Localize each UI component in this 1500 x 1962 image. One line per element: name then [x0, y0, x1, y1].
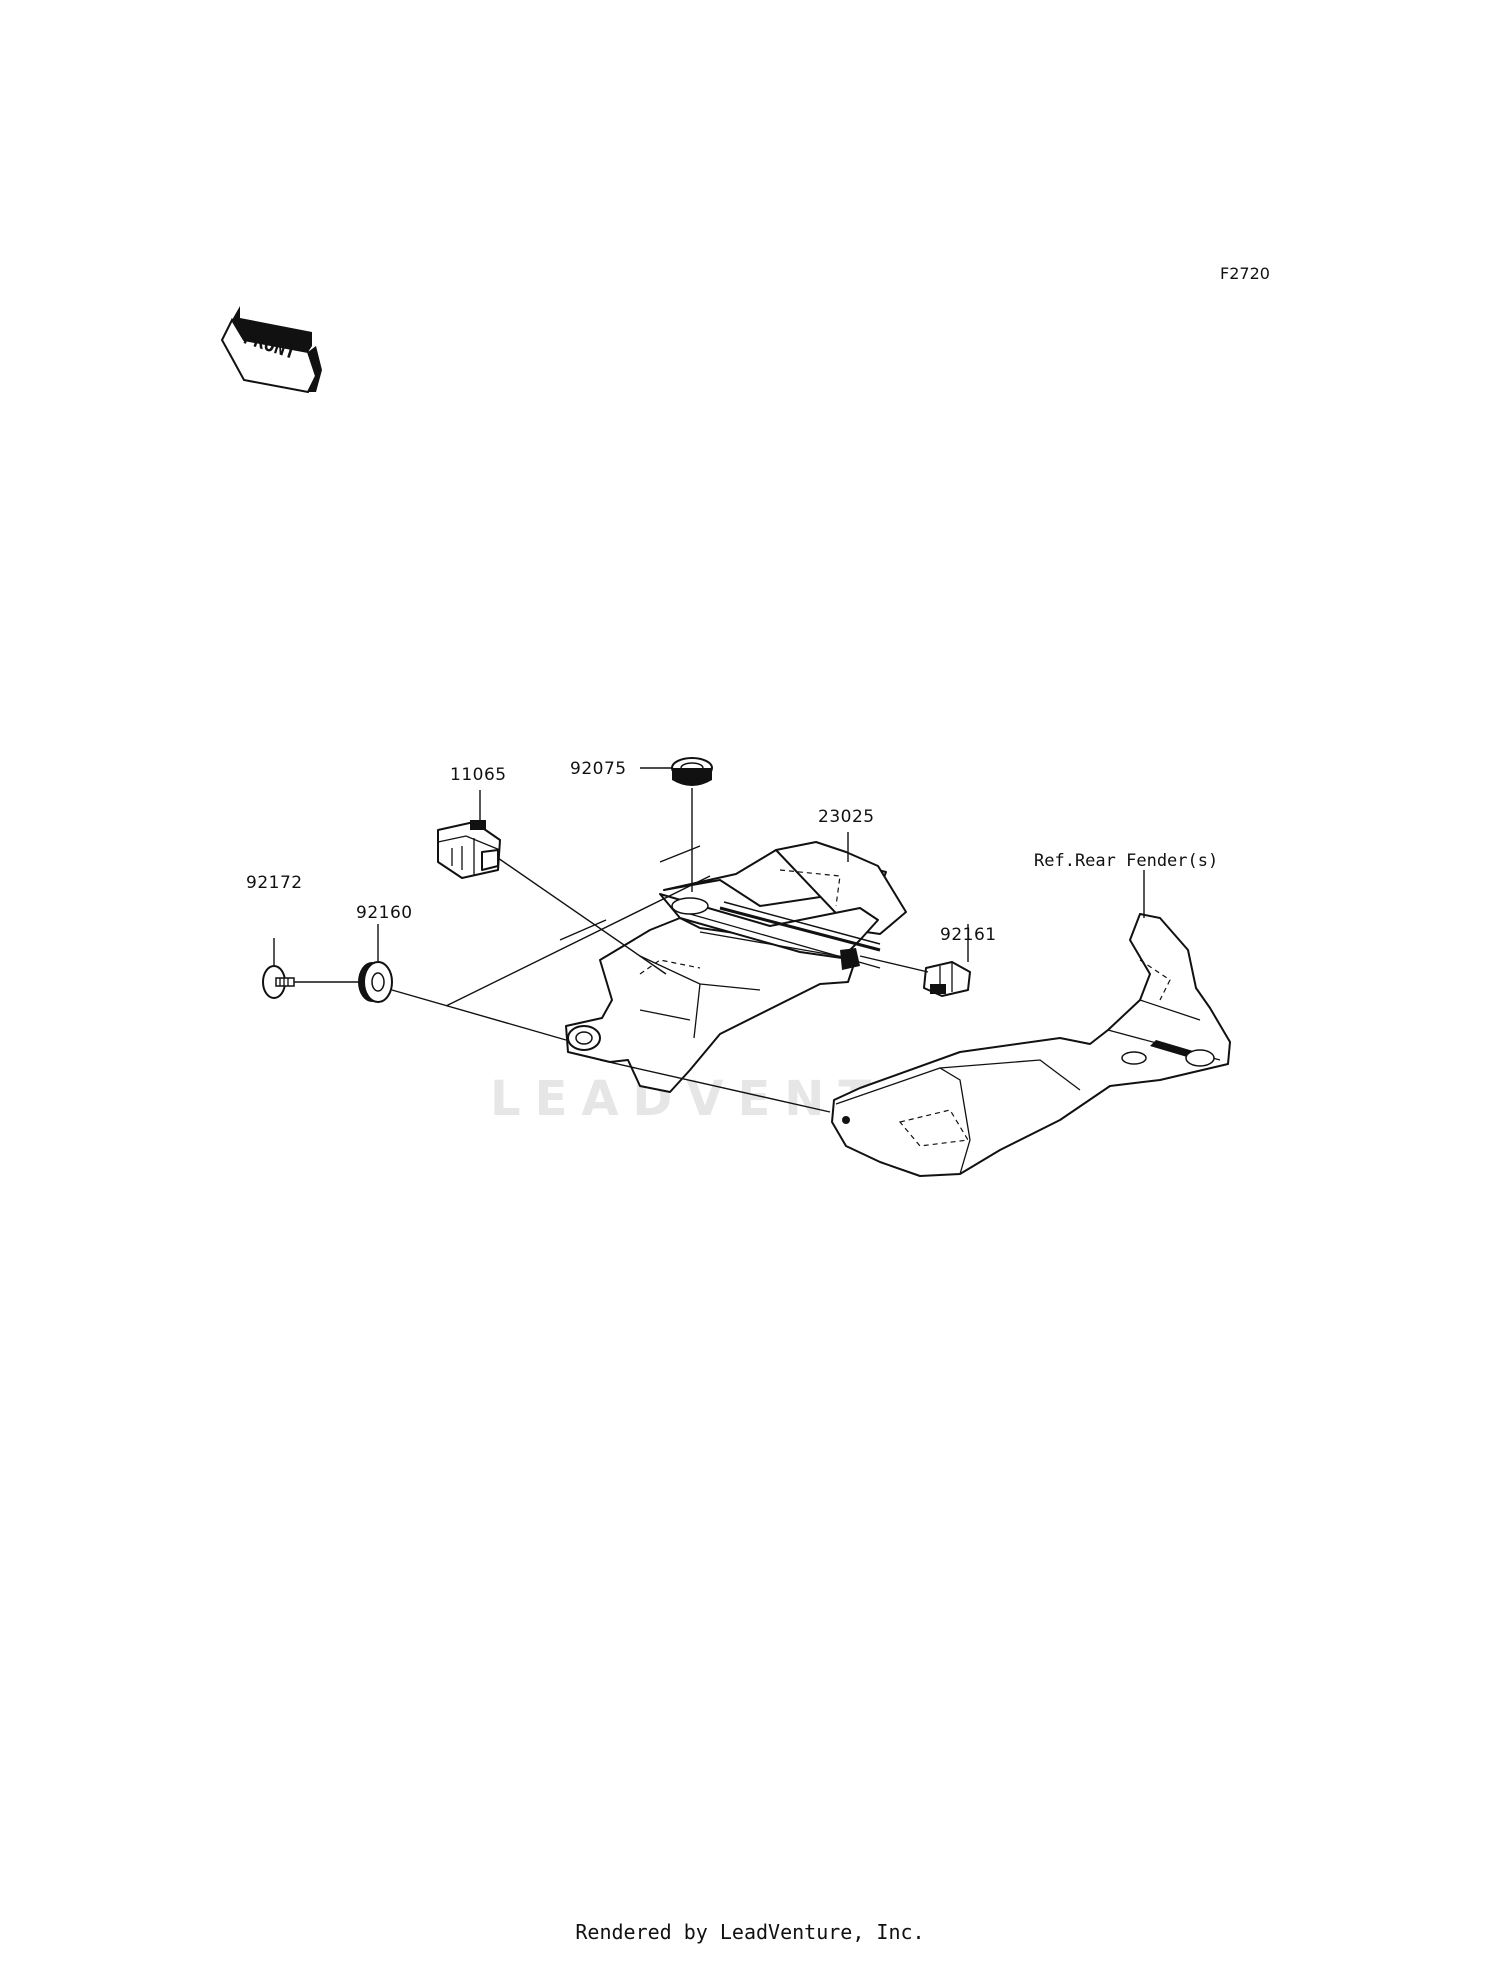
figure-code: F2720: [1220, 264, 1270, 283]
part-92160-damper: [358, 961, 393, 1003]
part-92075-grommet: [671, 757, 713, 786]
leader-lines: [273, 767, 1145, 1113]
part-11065-connector: [437, 820, 501, 879]
rear-fender-reference: [831, 913, 1231, 1177]
label-92161: 92161: [940, 925, 997, 945]
label-92172: 92172: [246, 873, 303, 893]
label-ref-rear-fender: Ref.Rear Fender(s): [1034, 851, 1218, 871]
label-23025: 23025: [818, 807, 875, 827]
part-92161-clip: [923, 961, 971, 997]
front-arrow-icon: FRONT: [220, 306, 322, 394]
footer-credit: Rendered by LeadVenture, Inc.: [575, 1920, 925, 1944]
part-23025-cover: [565, 841, 907, 1093]
part-92172-bolt: [262, 965, 295, 999]
label-92075: 92075: [570, 759, 627, 779]
label-92160: 92160: [356, 903, 413, 923]
label-11065: 11065: [450, 765, 507, 785]
